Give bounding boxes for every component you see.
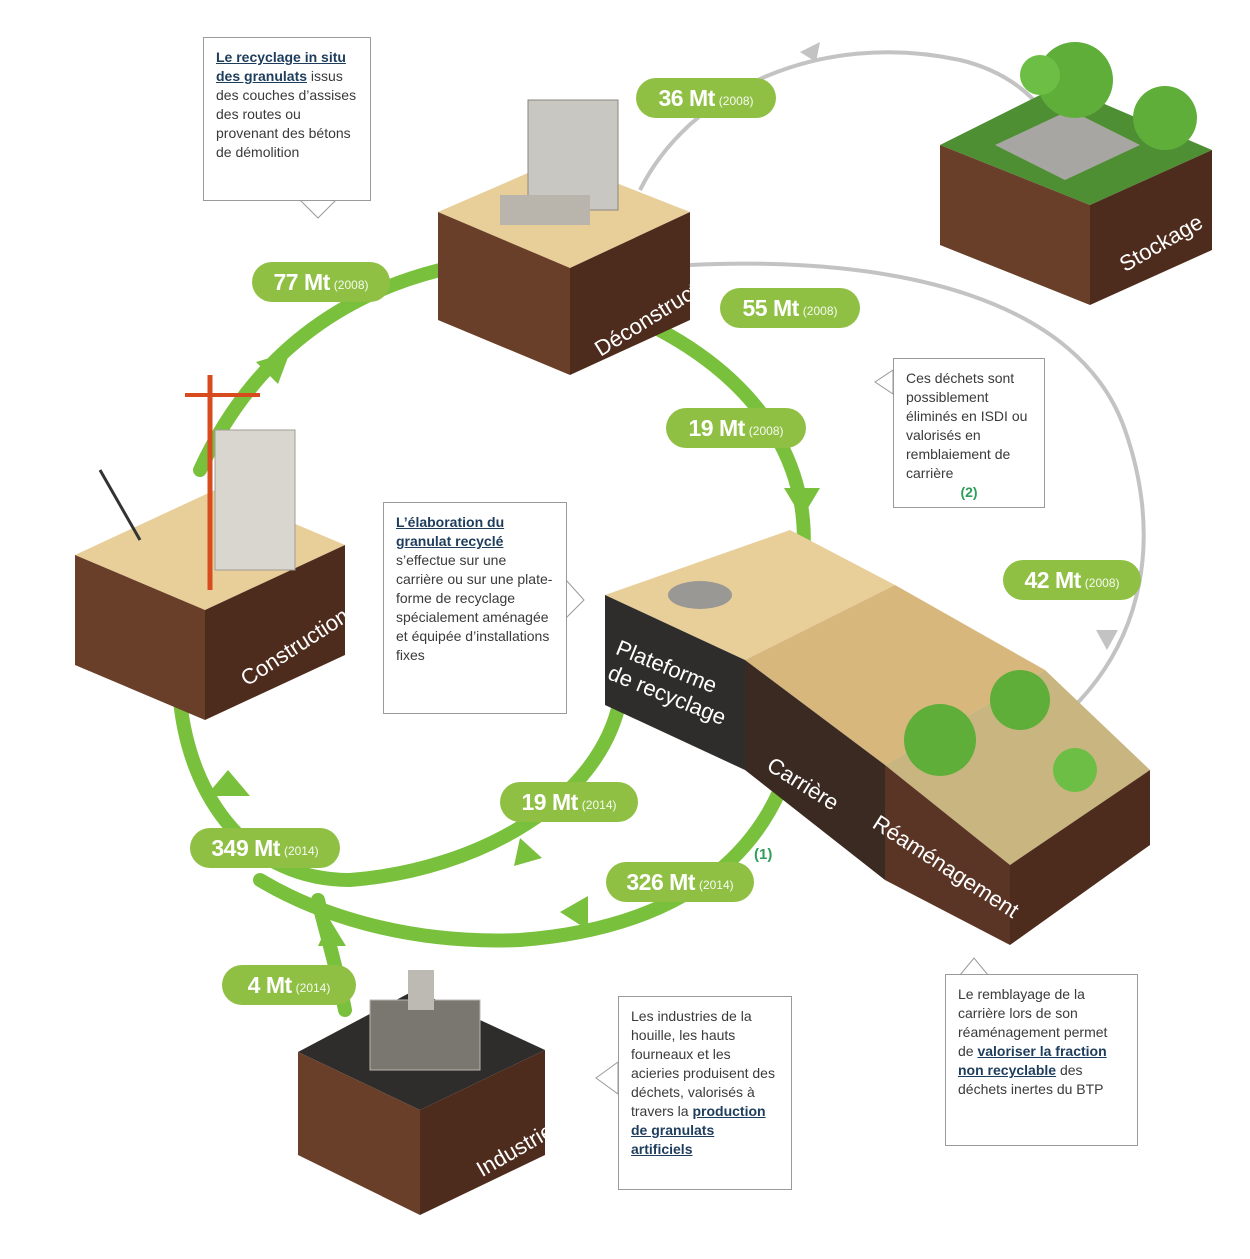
note-text-industries: Les industries de la houille, les hauts …: [631, 1008, 775, 1119]
green-arrowhead-3: [514, 838, 542, 866]
pointer-dechets: [874, 369, 894, 395]
note-recyclage-in-situ: Le recyclage in situ des granulats issus…: [203, 37, 371, 201]
flow-value: 349 Mt: [211, 834, 280, 861]
gray-arrowhead-right: [1096, 630, 1118, 650]
deconstruction-block: [438, 99, 690, 375]
tree-cluster: [1037, 42, 1113, 118]
gray-arrowhead-top: [800, 42, 820, 62]
note-ref-2: (2): [960, 484, 978, 500]
flow-badge-4mt: 4 Mt(2014): [222, 965, 356, 1005]
gravel-pile: [668, 581, 732, 609]
green-arrowhead-4: [206, 770, 250, 796]
green-arrowhead-5: [560, 896, 588, 930]
rehab-trees: [904, 704, 976, 776]
flow-badge-19mt-2008: 19 Mt(2008): [666, 408, 806, 448]
flow-year: (2008): [718, 94, 754, 108]
pointer-remblayage: [958, 957, 990, 976]
flow-badge-77mt: 77 Mt(2008): [252, 262, 390, 302]
flow-value: 36 Mt: [658, 84, 716, 111]
arrow-deconstruction-to-reamenagement: [689, 261, 1146, 722]
pointer-recyclage: [298, 199, 338, 219]
arrow-deconstruction-to-construction: [193, 263, 447, 477]
flow-year: (2014): [581, 798, 617, 812]
note-text-dechets: Ces déchets sont possiblement éliminés e…: [906, 370, 1028, 481]
note-text-remblayage-start: Le remblayage de la carrière lors de son…: [958, 986, 1108, 1059]
flow-value: 55 Mt: [742, 294, 800, 321]
flow-value: 42 Mt: [1024, 566, 1082, 593]
note-remblayage: Le remblayage de la carrière lors de son…: [945, 974, 1138, 1146]
flow-value: 19 Mt: [521, 788, 579, 815]
flow-badge-36mt: 36 Mt(2008): [636, 78, 776, 118]
construction-block: [75, 375, 345, 720]
pointer-elaboration: [565, 578, 585, 620]
demolition-building: [527, 99, 619, 211]
note-link-industries: production de granulats artificiels: [631, 1103, 766, 1157]
front-face-reamenagement: [885, 765, 1010, 945]
flow-year: (2014): [295, 981, 331, 995]
note-link-elaboration: L’élaboration du granulat recyclé: [396, 514, 505, 549]
green-arrowhead-1: [256, 352, 290, 384]
note-elaboration: L’élaboration du granulat recyclé s’effe…: [383, 502, 567, 714]
flow-badge-326mt: 326 Mt(2014): [606, 862, 754, 902]
green-arrowhead-2: [784, 488, 820, 518]
note-link-recyclage: Le recyclage in situ des granulats: [216, 49, 346, 84]
stockage-pit: [995, 110, 1140, 180]
carriere-top: [745, 585, 1045, 765]
flow-year: (2008): [1084, 576, 1120, 590]
note-link-remblayage: valoriser la fraction non recyclable: [958, 1043, 1107, 1078]
note-text-remblayage-end: des déchets inertes du BTP: [958, 1062, 1104, 1097]
plateforme-top: [605, 530, 895, 660]
plateforme-carriere-block: [605, 530, 1150, 945]
arrow-deconstruction-to-stockage: [638, 50, 1057, 191]
reference-1: (1): [754, 846, 773, 863]
flow-value: 19 Mt: [688, 414, 746, 441]
note-dechets: Ces déchets sont possiblement éliminés e…: [893, 358, 1045, 508]
gray-flow-arrows: [638, 50, 1146, 722]
note-text-elaboration: s’effectue sur une carrière ou sur une p…: [396, 552, 553, 663]
flow-value: 4 Mt: [247, 971, 293, 998]
flow-badge-55mt: 55 Mt(2008): [720, 288, 860, 328]
flow-badge-349mt: 349 Mt(2014): [190, 828, 340, 868]
factory: [369, 999, 481, 1071]
flow-badge-19mt-2014: 19 Mt(2014): [500, 782, 638, 822]
right-side: [1010, 770, 1150, 945]
front-face-carriere: [745, 660, 885, 880]
flow-value: 326 Mt: [626, 868, 695, 895]
flow-year: (2008): [802, 304, 838, 318]
pointer-industries: [595, 1061, 619, 1095]
front-face-plateforme: [605, 595, 745, 770]
industrie-block: [298, 970, 545, 1215]
flow-year: (2008): [333, 278, 369, 292]
flow-value: 77 Mt: [273, 268, 331, 295]
flow-badge-42mt: 42 Mt(2008): [1003, 560, 1141, 600]
note-text-recyclage: issus des couches d’assises des routes o…: [216, 68, 357, 160]
note-industries: Les industries de la houille, les hauts …: [618, 996, 792, 1190]
flow-year: (2008): [748, 424, 784, 438]
flow-year: (2014): [698, 878, 734, 892]
construction-tower: [214, 429, 296, 571]
arrow-plateforme-to-construction: [173, 693, 627, 888]
reamenagement-top: [885, 670, 1150, 865]
stockage-block: [940, 42, 1212, 305]
green-arrowhead-6: [318, 920, 346, 946]
flow-year: (2014): [283, 844, 319, 858]
